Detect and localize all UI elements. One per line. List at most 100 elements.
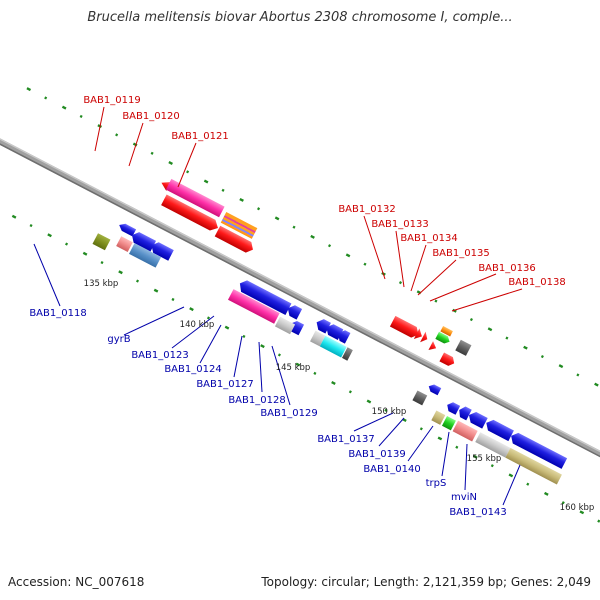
leader-line — [464, 443, 468, 491]
leader-line — [177, 142, 197, 188]
gene-bar[interactable] — [505, 447, 562, 485]
gene-arrow[interactable] — [456, 405, 472, 421]
gene-arrow[interactable] — [159, 178, 171, 191]
gene-arrow[interactable] — [129, 230, 157, 252]
tick-mark — [44, 96, 48, 100]
tick-mark — [398, 281, 403, 285]
gene-label[interactable]: BAB1_0138 — [508, 277, 565, 288]
topology-text: Topology: circular; Length: 2,121,359 bp… — [261, 575, 591, 589]
gene-arrow[interactable] — [237, 278, 292, 315]
gene-arrow[interactable] — [439, 352, 456, 367]
tick-mark — [419, 427, 423, 431]
accession-text: Accession: NC_007618 — [8, 575, 145, 589]
gene-label[interactable]: BAB1_0119 — [83, 95, 140, 106]
gene-bar[interactable] — [431, 410, 446, 425]
gene-bar[interactable] — [441, 416, 456, 431]
kbp-label: 160 kbp — [560, 503, 595, 513]
gene-label[interactable]: BAB1_0128 — [228, 395, 285, 406]
gene-bar[interactable] — [310, 330, 326, 347]
tick-mark — [153, 288, 159, 293]
gene-label[interactable]: BAB1_0137 — [317, 434, 374, 445]
gene-label[interactable]: BAB1_0124 — [164, 364, 221, 375]
tick-mark — [239, 197, 244, 202]
gene-label[interactable]: BAB1_0135 — [432, 248, 489, 259]
tick-mark — [100, 260, 104, 265]
tick-mark — [29, 224, 33, 228]
tick-mark — [203, 179, 209, 184]
gene-label[interactable]: BAB1_0120 — [122, 111, 179, 122]
gene-bar[interactable] — [455, 339, 472, 356]
gene-label[interactable]: gyrB — [107, 334, 130, 345]
gene-bar[interactable] — [341, 347, 353, 361]
gene-label[interactable]: BAB1_0129 — [260, 408, 317, 419]
tick-mark — [11, 214, 17, 219]
gene-bar[interactable] — [116, 236, 133, 253]
gene-label[interactable]: BAB1_0136 — [478, 263, 535, 274]
gene-arrow[interactable] — [314, 317, 331, 334]
gene-bar[interactable] — [274, 316, 296, 335]
gene-label[interactable]: mviN — [451, 492, 477, 503]
tick-mark — [277, 353, 281, 357]
leader-line — [502, 464, 521, 506]
gene-label[interactable]: BAB1_0139 — [348, 449, 405, 460]
tick-mark — [186, 170, 190, 174]
leader-line — [258, 341, 263, 393]
gene-label[interactable]: BAB1_0134 — [400, 233, 457, 244]
gene-arrow[interactable] — [427, 383, 442, 396]
gene-arrow[interactable] — [117, 221, 137, 237]
gene-arrow[interactable] — [445, 400, 461, 415]
gene-arrow[interactable] — [214, 225, 256, 255]
gene-label[interactable]: BAB1_0140 — [363, 464, 420, 475]
gene-label[interactable]: trpS — [426, 478, 447, 489]
gene-arrow[interactable] — [149, 240, 174, 261]
tick-mark — [345, 253, 351, 258]
gene-bar[interactable] — [452, 420, 478, 442]
tick-mark — [469, 317, 473, 322]
gene-label[interactable]: BAB1_0121 — [171, 131, 228, 142]
tick-mark — [171, 297, 175, 302]
gene-arrow[interactable] — [484, 418, 514, 442]
leader-line — [451, 288, 523, 312]
leader-line — [128, 122, 144, 167]
leader-line — [410, 244, 427, 292]
gene-arrow[interactable] — [413, 328, 425, 341]
tick-mark — [487, 327, 493, 332]
gene-arrow[interactable] — [435, 331, 451, 346]
leader-line — [429, 273, 497, 302]
gene-arrow[interactable] — [420, 331, 430, 345]
gene-bar[interactable] — [475, 432, 511, 458]
gene-bar[interactable] — [412, 390, 428, 406]
kbp-label: 140 kbp — [180, 320, 215, 330]
gene-arrow[interactable] — [466, 410, 488, 429]
gene-label[interactable]: BAB1_0133 — [371, 219, 428, 230]
leader-line — [33, 243, 61, 307]
gene-label[interactable]: BAB1_0123 — [131, 350, 188, 361]
gene-bar[interactable] — [220, 212, 258, 239]
gene-arrow[interactable] — [508, 431, 568, 469]
gene-bar[interactable] — [319, 335, 347, 358]
gene-bar[interactable] — [440, 326, 453, 337]
tick-mark — [543, 491, 549, 496]
gene-label[interactable]: BAB1_0118 — [29, 308, 86, 319]
leader-line — [123, 306, 185, 336]
gene-label[interactable]: BAB1_0132 — [338, 204, 395, 215]
leader-line — [363, 215, 386, 280]
gene-arrow[interactable] — [161, 194, 221, 234]
tick-mark — [594, 382, 599, 387]
gene-arrow[interactable] — [335, 328, 351, 344]
gene-label[interactable]: BAB1_0143 — [449, 507, 506, 518]
leader-line — [395, 230, 405, 288]
tick-mark — [168, 161, 173, 165]
gene-bar[interactable] — [227, 289, 280, 324]
gene-arrow[interactable] — [285, 303, 303, 320]
gene-label[interactable]: BAB1_0127 — [196, 379, 253, 390]
gene-bar[interactable] — [165, 178, 225, 218]
gene-bar[interactable] — [92, 233, 111, 251]
gene-bar[interactable] — [129, 243, 162, 268]
gene-arrow[interactable] — [428, 341, 438, 353]
gene-arrow[interactable] — [389, 315, 421, 340]
tick-mark — [363, 262, 367, 266]
tick-mark — [61, 105, 67, 110]
leader-line — [353, 412, 394, 432]
tick-mark — [292, 225, 296, 229]
